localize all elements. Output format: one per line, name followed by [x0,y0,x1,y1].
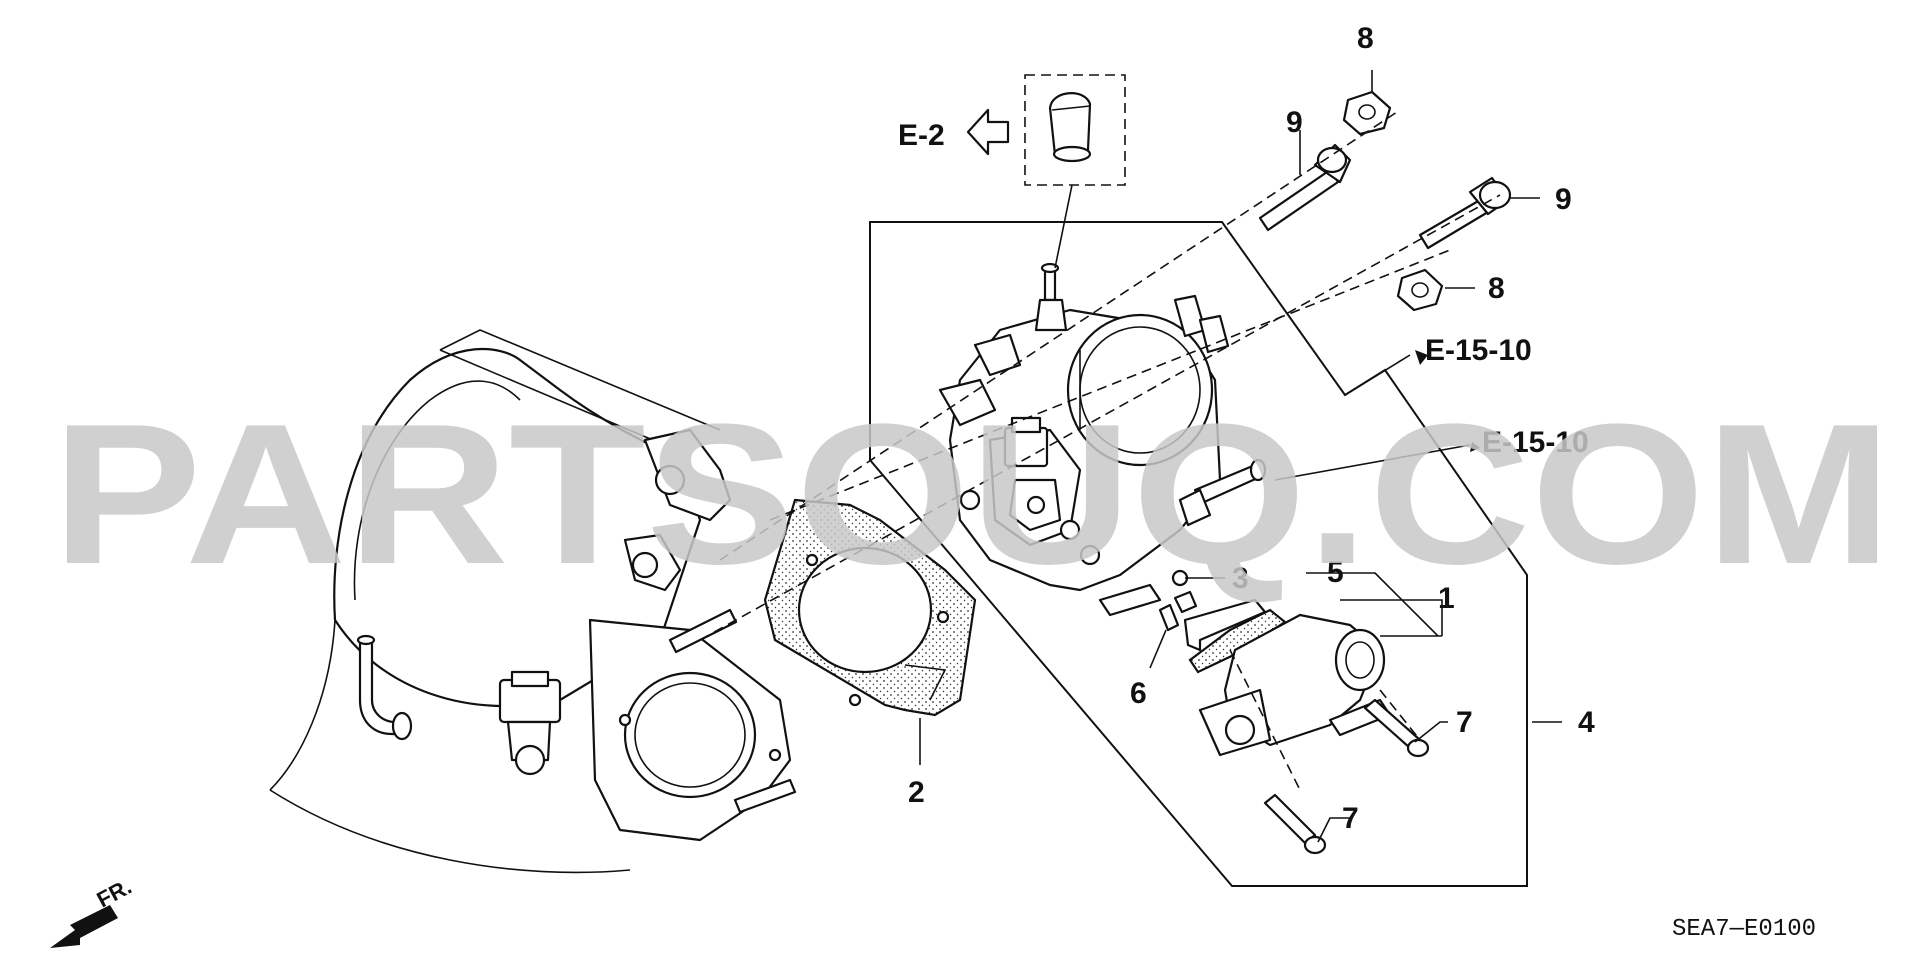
callout-5: 5 [1327,556,1344,589]
bolt-9-upper [1258,143,1352,232]
alignment-lines [699,109,1501,791]
bolt-9-right [1418,176,1512,250]
reference-arrows [966,108,1480,452]
screw-6 [1158,590,1198,632]
assembly-outline [869,221,1528,887]
callout-8-right: 8 [1488,272,1505,305]
callout-9-right: 9 [1555,183,1572,216]
front-arrow [50,905,118,948]
intake-manifold [269,329,797,874]
callout-3: 3 [1232,562,1249,595]
breather-hose [1024,74,1126,269]
callout-7-upper: 7 [1456,706,1473,739]
leader-lines [919,70,1562,843]
callout-7-lower: 7 [1342,802,1359,835]
nut-8-upper [1342,90,1392,136]
diagram-code: SEA7—E0100 [1672,916,1816,943]
ref-e-15-10-mid: E-15-10 [1482,426,1589,459]
nut-8-right [1396,268,1444,312]
callout-6: 6 [1130,677,1147,710]
ref-e-15-10-top: E-15-10 [1425,334,1532,367]
callout-1: 1 [1438,582,1455,615]
callout-4: 4 [1578,706,1595,739]
ref-e-2: E-2 [898,119,945,152]
gasket [763,498,977,717]
front-label: FR. [93,874,136,913]
idle-air-control-valve [1183,598,1392,757]
screw-7-lower [1263,793,1327,855]
callout-2: 2 [908,776,925,809]
screw-7-upper [1363,698,1430,758]
clip-3 [1171,569,1189,587]
callout-8-upper: 8 [1357,22,1374,55]
callout-9-upper: 9 [1286,106,1303,139]
throttle-body [938,262,1267,617]
